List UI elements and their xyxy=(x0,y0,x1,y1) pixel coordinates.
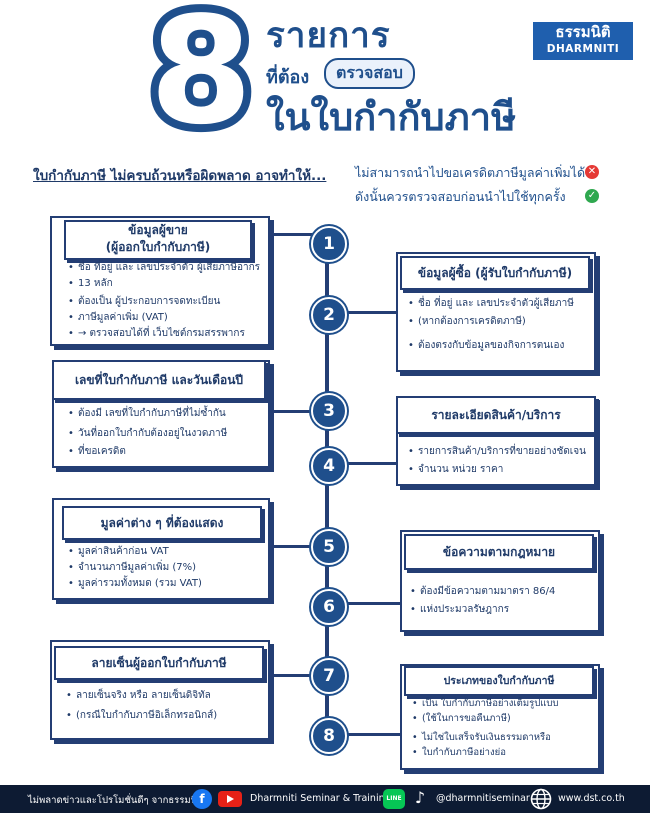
seller-title: ข้อมูลผู้ขาย (ผู้ออกใบกำกับภาษี) xyxy=(64,220,252,260)
seller-bullet-2-cont: ภาษีมูลค่าเพิ่ม (VAT) xyxy=(68,310,168,326)
timeline-spine xyxy=(325,242,329,734)
dharmniti-logo: ธรรมนิติ DHARMNITI xyxy=(533,22,633,60)
connector-5 xyxy=(268,545,328,548)
legal-bullet-1: ต้องมีข้อความตามมาตรา 86/4 xyxy=(410,584,555,600)
signature-bullet-1: ลายเซ็นจริง หรือ ลายเซ็นดิจิทัล xyxy=(66,688,211,704)
footer-tagline: ไม่พลาดข่าวและโปรโมชั่นดีๆ จากธรรมนิติ xyxy=(28,795,204,806)
seller-bullet-2-note: → ตรวจสอบได้ที่ เว็บไซต์กรมสรรพากร xyxy=(68,326,245,342)
seller-bullet-1: ชื่อ ที่อยู่ และ เลขประจำตัว ผู้เสียภาษี… xyxy=(68,260,260,276)
step-number-6: 6 xyxy=(311,589,347,625)
title-highlight-pill: ตรวจสอบ xyxy=(324,58,415,89)
logo-thai: ธรรมนิติ xyxy=(555,23,611,41)
seller-bullet-2: ต้องเป็น ผู้ประกอบการจดทะเบียน xyxy=(68,294,220,310)
step-number-7: 7 xyxy=(311,658,347,694)
values-bullet-1: มูลค่าสินค้าก่อน VAT xyxy=(68,544,169,560)
buyer-bullet-1: ชื่อ ที่อยู่ และ เลขประจำตัวผู้เสียภาษี xyxy=(408,296,574,312)
seller-bullet-1-cont: 13 หลัก xyxy=(68,276,113,292)
invoice-number-bullet-1: ต้องมี เลขที่ใบกำกับภาษีที่ไม่ซ้ำกัน xyxy=(68,406,226,422)
title-prefix: ที่ต้อง xyxy=(266,67,310,88)
invoice-number-bullet-2-cont: ที่ขอเครดิต xyxy=(68,444,126,460)
connector-7 xyxy=(268,674,328,677)
line-icon[interactable]: LINE xyxy=(383,789,405,809)
type-bullet-1: เป็น ใบกำกับภาษีอย่างเต็มรูปแบบ xyxy=(412,696,558,711)
x-circle-icon: ✕ xyxy=(585,165,599,179)
type-bullet-2: ไม่ใช่ใบเสร็จรับเงินธรรมดาหรือ xyxy=(412,730,551,745)
step-number-4: 4 xyxy=(311,448,347,484)
connector-1 xyxy=(268,233,328,236)
invoice-type-title: ประเภทของใบกำกับภาษี xyxy=(404,666,594,696)
values-card: มูลค่าต่าง ๆ ที่ต้องแสดง มูลค่าสินค้าก่อ… xyxy=(52,498,270,600)
warning-text: ไม่สามารถนำไปขอเครดิตภาษีมูลค่าเพิ่มได้ xyxy=(355,165,586,180)
connector-2 xyxy=(328,311,396,314)
footer-website[interactable]: www.dst.co.th xyxy=(558,793,625,804)
footer-social-name[interactable]: Dharmniti Seminar & Training xyxy=(250,793,391,804)
facebook-icon[interactable]: f xyxy=(192,789,212,809)
buyer-card: ข้อมูลผู้ซื้อ (ผู้รับใบกำกับภาษี) ชื่อ ท… xyxy=(396,252,596,372)
invoice-number-title: เลขที่ใบกำกับภาษี และวันเดือนปี xyxy=(52,360,266,400)
connector-4 xyxy=(328,462,396,465)
goods-title: รายละเอียดสินค้า/บริการ xyxy=(396,396,596,434)
big-number: 8 xyxy=(150,4,253,134)
goods-bullet-2: จำนวน หน่วย ราคา xyxy=(408,462,503,478)
intro-heading: ใบกำกับภาษี ไม่ครบถ้วนหรือผิดพลาด อาจทำใ… xyxy=(33,168,327,184)
logo-english: DHARMNITI xyxy=(546,43,620,55)
step-number-5: 5 xyxy=(311,529,347,565)
step-number-8: 8 xyxy=(311,718,347,754)
goods-bullet-1: รายการสินค้า/บริการที่ขายอย่างชัดเจน xyxy=(408,444,586,460)
goods-card: รายละเอียดสินค้า/บริการ รายการสินค้า/บริ… xyxy=(396,396,596,486)
buyer-bullet-2: ต้องตรงกับข้อมูลของกิจการตนเอง xyxy=(408,338,564,354)
invoice-number-card: เลขที่ใบกำกับภาษี และวันเดือนปี ต้องมี เ… xyxy=(52,360,270,468)
legal-text-title: ข้อความตามกฎหมาย xyxy=(404,534,594,570)
connector-3 xyxy=(268,410,328,413)
step-number-3: 3 xyxy=(311,393,347,429)
signature-title: ลายเซ็นผู้ออกใบกำกับภาษี xyxy=(54,646,264,680)
legal-bullet-1-cont: แห่งประมวลรัษฎากร xyxy=(410,602,509,618)
connector-6 xyxy=(328,602,400,605)
advice-text: ดังนั้นควรตรวจสอบก่อนนำไปใช้ทุกครั้ง xyxy=(355,189,566,204)
footer-handle[interactable]: @dharmnitiseminar xyxy=(436,793,530,804)
step-number-1: 1 xyxy=(311,226,347,262)
signature-bullet-1-cont: (กรณีใบกำกับภาษีอิเล็กทรอนิกส์) xyxy=(66,708,217,724)
footer-bar: ไม่พลาดข่าวและโปรโมชั่นดีๆ จากธรรมนิติ f… xyxy=(0,785,650,813)
seller-card: ข้อมูลผู้ขาย (ผู้ออกใบกำกับภาษี) ชื่อ ที… xyxy=(50,216,270,346)
signature-card: ลายเซ็นผู้ออกใบกำกับภาษี ลายเซ็นจริง หรื… xyxy=(50,640,270,740)
seller-title-line-1: ข้อมูลผู้ขาย xyxy=(128,223,188,237)
invoice-type-card: ประเภทของใบกำกับภาษี เป็น ใบกำกับภาษีอย่… xyxy=(400,664,600,770)
type-bullet-2-cont: ใบกำกับภาษีอย่างย่อ xyxy=(412,745,506,760)
type-bullet-1-cont: (ใช้ในการขอคืนภาษี) xyxy=(412,711,511,726)
youtube-icon[interactable] xyxy=(218,791,242,807)
tiktok-icon[interactable]: ♪ xyxy=(414,788,426,807)
globe-icon[interactable] xyxy=(530,788,552,810)
check-circle-icon: ✓ xyxy=(585,189,599,203)
values-title: มูลค่าต่าง ๆ ที่ต้องแสดง xyxy=(62,506,262,540)
connector-8 xyxy=(328,733,400,736)
buyer-title: ข้อมูลผู้ซื้อ (ผู้รับใบกำกับภาษี) xyxy=(400,256,590,290)
legal-text-card: ข้อความตามกฎหมาย ต้องมีข้อความตามมาตรา 8… xyxy=(400,530,600,632)
seller-title-line-2: (ผู้ออกใบกำกับภาษี) xyxy=(105,240,211,254)
number-eight-graphic: 8 xyxy=(142,4,261,134)
invoice-number-bullet-2: วันที่ออกใบกำกับต้องอยู่ในงวดภาษี xyxy=(68,426,227,442)
title-line-3: ในใบกำกับภาษี xyxy=(266,95,517,139)
title-line-1: รายการ xyxy=(266,16,391,56)
step-number-2: 2 xyxy=(311,297,347,333)
values-bullet-2: จำนวนภาษีมูลค่าเพิ่ม (7%) xyxy=(68,560,196,576)
buyer-bullet-1-cont: (หากต้องการเครดิตภาษี) xyxy=(408,314,526,330)
values-bullet-3: มูลค่ารวมทั้งหมด (รวม VAT) xyxy=(68,576,202,592)
